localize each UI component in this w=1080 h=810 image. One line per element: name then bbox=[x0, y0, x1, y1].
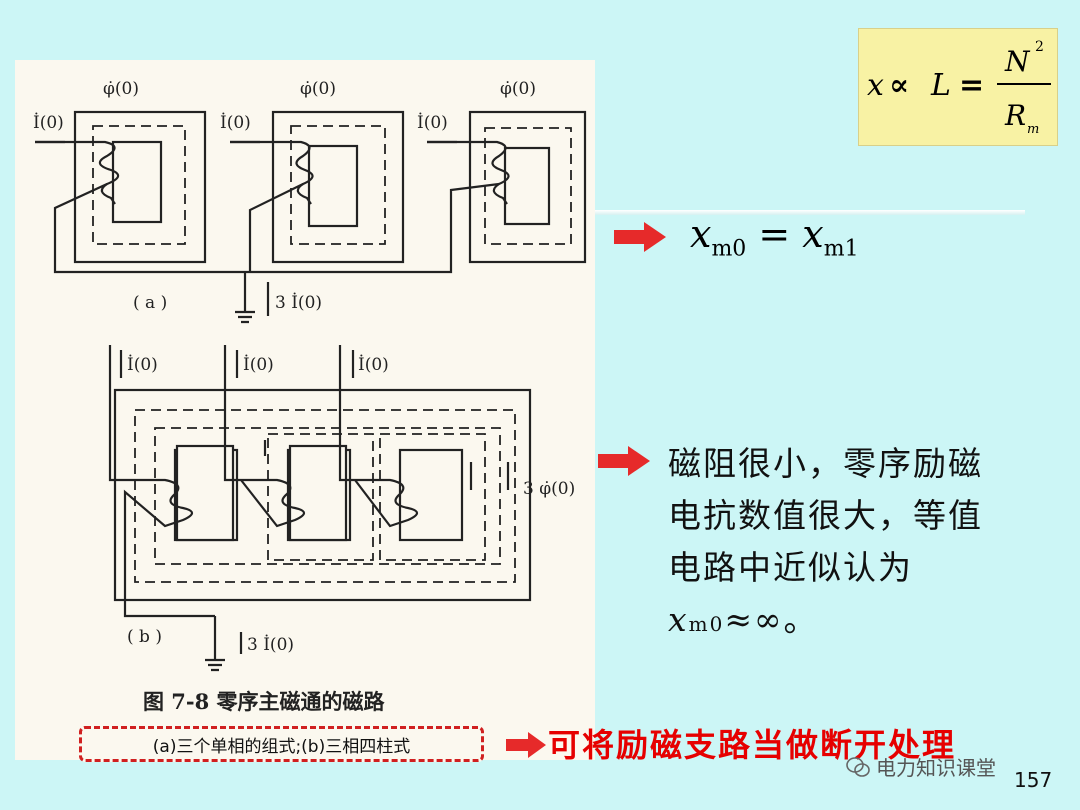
ground-b bbox=[205, 658, 225, 672]
magnetic-circuit-diagram: φ̇(0) φ̇(0) φ̇(0) İ(0) İ(0) İ(0) ( a ) 3… bbox=[33, 79, 587, 672]
conclusion-text: 可将励磁支路当做断开处理 bbox=[548, 726, 957, 764]
core-a3-outer bbox=[468, 110, 587, 264]
reactance-formula-box: x ∝ L = N 2 R m bbox=[858, 28, 1058, 146]
arrow-right-icon bbox=[506, 732, 546, 758]
core-a2-inner bbox=[307, 144, 359, 228]
flux-a2 bbox=[290, 125, 386, 245]
formula-eq: = bbox=[959, 68, 984, 103]
transformer-figure: φ̇(0) φ̇(0) φ̇(0) İ(0) İ(0) İ(0) ( a ) 3… bbox=[15, 60, 595, 762]
note-tail: ≈∞。 bbox=[724, 600, 819, 639]
eq-left-sub: m0 bbox=[711, 236, 747, 262]
flux-b-2 bbox=[267, 433, 374, 561]
note-text: 磁阻很小，零序励磁电抗数值很大，等值电路中近似认为 bbox=[668, 444, 983, 587]
arrow-right-icon bbox=[598, 446, 650, 476]
neutral-current-b: 3 İ(0) bbox=[247, 634, 294, 655]
note-sub: m0 bbox=[688, 612, 725, 636]
core-a2-outer bbox=[271, 110, 405, 264]
part-b-label: ( b ) bbox=[127, 627, 162, 647]
formula-numerator: N bbox=[1004, 45, 1031, 78]
watermark: 电力知识课堂 bbox=[846, 752, 996, 781]
figure-sub-caption: (a)三个单相的组式;(b)三相四柱式 bbox=[79, 726, 484, 762]
flux-b-3 bbox=[379, 433, 486, 561]
current-label-b3: İ(0) bbox=[358, 354, 389, 375]
core-a3-inner bbox=[503, 146, 551, 226]
neutral-bus-a bbox=[53, 182, 500, 274]
explanation-note: 磁阻很小，零序励磁电抗数值很大，等值电路中近似认为 xm0≈∞。 bbox=[668, 438, 1008, 650]
core-b-outer bbox=[113, 388, 532, 602]
watermark-text: 电力知识课堂 bbox=[876, 756, 996, 780]
reactance-equation: xm0 = xm1 bbox=[690, 212, 859, 262]
formula-subscript: m bbox=[1027, 122, 1039, 137]
winding-a3 bbox=[427, 140, 510, 205]
ground-a bbox=[235, 310, 255, 324]
eq-left: x bbox=[690, 212, 712, 256]
phi-label-a3: φ̇(0) bbox=[500, 79, 536, 99]
divider-rule bbox=[595, 210, 1025, 215]
limb-b2 bbox=[288, 444, 348, 542]
core-a1-outer bbox=[73, 110, 207, 264]
phi-label-a1: φ̇(0) bbox=[103, 79, 139, 99]
reactance-formula: x ∝ L = N 2 R m bbox=[867, 39, 1051, 137]
arrow-right-icon bbox=[614, 222, 666, 252]
flux-b-outer bbox=[134, 409, 516, 583]
limb-b1 bbox=[175, 444, 235, 542]
winding-b3 bbox=[338, 345, 419, 528]
current-label-b2: İ(0) bbox=[243, 354, 274, 375]
formula-x: x bbox=[867, 68, 884, 103]
winding-a2 bbox=[230, 140, 314, 205]
current-label-b1: İ(0) bbox=[127, 354, 158, 375]
winding-a1 bbox=[35, 140, 120, 205]
tap-a2 bbox=[248, 183, 304, 272]
flux-label-b: 3 φ̇(0) bbox=[523, 479, 575, 499]
wechat-icon bbox=[846, 756, 870, 777]
formula-L: L bbox=[930, 68, 951, 103]
formula-denominator: R bbox=[1004, 99, 1026, 132]
page-number: 157 bbox=[1014, 768, 1053, 792]
eq-right: x bbox=[802, 212, 824, 256]
flux-a1 bbox=[92, 125, 186, 245]
input-arrows-b bbox=[119, 350, 355, 378]
window-b3 bbox=[398, 448, 464, 542]
core-a1-inner bbox=[111, 140, 163, 224]
flux-arrows-b bbox=[263, 440, 510, 490]
neutral-current-a: 3 İ(0) bbox=[275, 292, 322, 313]
current-label-a2: İ(0) bbox=[220, 112, 251, 133]
note-x: x bbox=[668, 600, 689, 639]
figure-caption: 图 7-8 零序主磁通的磁路 bbox=[143, 689, 385, 714]
formula-prop: ∝ bbox=[889, 68, 909, 103]
current-label-a1: İ(0) bbox=[33, 112, 64, 133]
eq-op: = bbox=[746, 212, 803, 256]
phi-label-a2: φ̇(0) bbox=[300, 79, 336, 99]
part-a-label: ( a ) bbox=[133, 293, 167, 313]
winding-b1 bbox=[108, 345, 215, 618]
winding-b2 bbox=[223, 345, 306, 528]
eq-right-sub: m1 bbox=[823, 236, 859, 262]
current-label-a3: İ(0) bbox=[417, 112, 448, 133]
formula-exponent: 2 bbox=[1035, 39, 1044, 55]
